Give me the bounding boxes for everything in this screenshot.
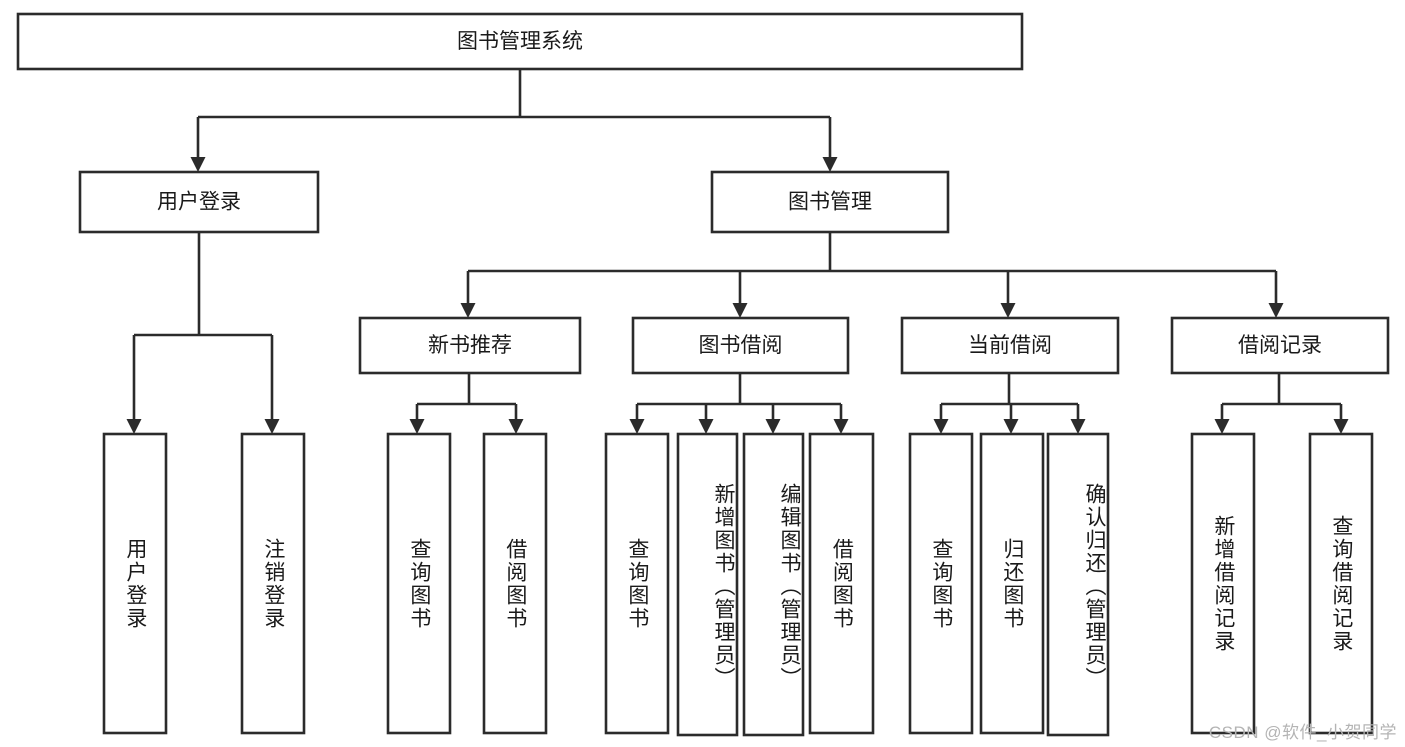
root-node-label: 图书管理系统 [457,30,583,53]
arrow-head [698,419,714,434]
leaf-node-box-3[interactable] [482,432,548,735]
leaf-node-box-12[interactable] [1308,432,1374,735]
arrow-head [732,303,748,318]
arrow-head [833,419,849,434]
arrow-head [1070,419,1086,434]
leaf-node-box-4[interactable] [604,432,670,735]
level2-node-box-1[interactable] [710,170,950,234]
root-node-box[interactable] [16,12,1024,71]
arrow-head [822,157,838,172]
leaf-node-box-0[interactable] [102,432,168,735]
leaf-node-box-2[interactable] [386,432,452,735]
level2-node-label-0: 用户登录 [157,191,241,214]
arrow-head [1268,303,1284,318]
arrow-head [1003,419,1019,434]
arrow-head [1333,419,1349,434]
arrow-head [1000,303,1016,318]
leaf-node-box-8[interactable] [908,432,974,735]
level3-node-box-0[interactable] [358,316,582,375]
arrow-head [460,303,476,318]
arrow-head [409,419,425,434]
level2-node-label-1: 图书管理 [788,191,872,214]
leaf-node-box-1[interactable] [240,432,306,735]
level3-node-box-2[interactable] [900,316,1120,375]
connector-layer [126,69,1349,434]
level3-node-label-3: 借阅记录 [1238,334,1322,357]
level3-node-label-2: 当前借阅 [968,334,1052,357]
arrow-head [765,419,781,434]
level3-node-box-1[interactable] [631,316,850,375]
leaf-node-box-10[interactable] [1046,432,1110,737]
arrow-head [190,157,206,172]
arrow-head [508,419,524,434]
arrow-head [933,419,949,434]
leaf-node-box-6[interactable] [742,432,805,737]
arrow-head [126,419,142,434]
level3-node-label-0: 新书推荐 [428,334,512,357]
node-box-layer [16,12,1390,737]
arrow-head [264,419,280,434]
arrow-head [629,419,645,434]
watermark-text: CSDN @软件_小贺同学 [1208,723,1397,742]
leaf-node-box-11[interactable] [1190,432,1256,735]
leaf-node-box-5[interactable] [676,432,739,737]
level3-node-box-3[interactable] [1170,316,1390,375]
level2-node-box-0[interactable] [78,170,320,234]
leaf-node-box-7[interactable] [808,432,875,735]
arrow-head [1214,419,1230,434]
level3-node-label-1: 图书借阅 [699,334,783,357]
leaf-node-box-9[interactable] [979,432,1045,735]
